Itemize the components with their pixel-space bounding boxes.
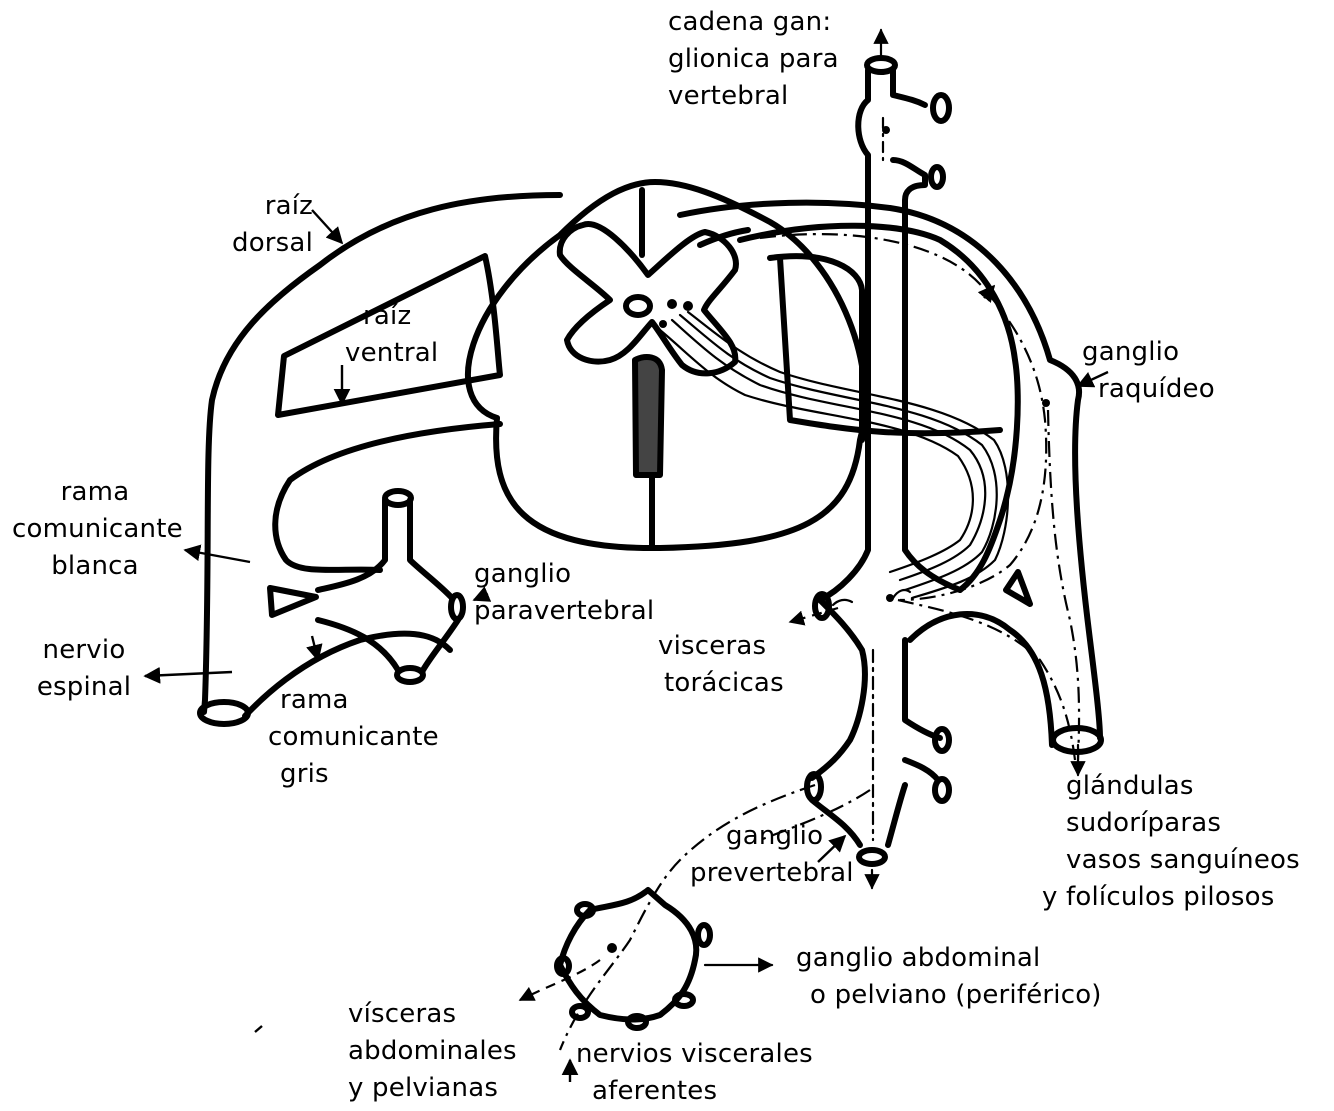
sympathetic-chain <box>820 30 960 600</box>
abdominal-ganglion <box>557 890 710 1028</box>
left-paravertebral-ganglion <box>318 491 463 682</box>
grey-matter <box>560 224 736 373</box>
fiber-bundles <box>520 234 1079 1050</box>
spinal-cord <box>468 182 865 548</box>
